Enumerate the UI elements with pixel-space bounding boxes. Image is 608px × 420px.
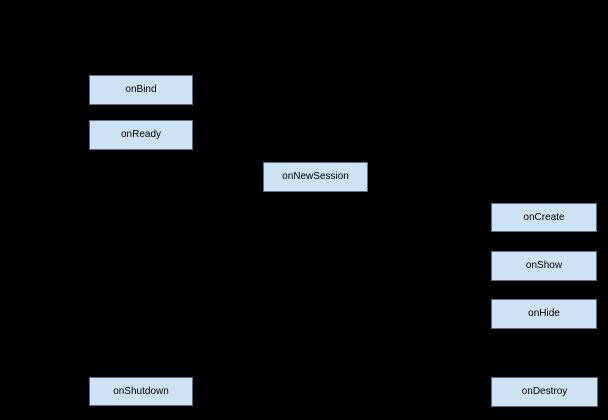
node-onready: onReady — [89, 120, 193, 150]
node-oncreate: onCreate — [491, 203, 597, 232]
node-onshow: onShow — [491, 251, 597, 281]
node-onhide: onHide — [491, 299, 597, 329]
node-ondestroy: onDestroy — [491, 377, 598, 407]
node-onshutdown: onShutdown — [89, 377, 193, 406]
node-onnewsession: onNewSession — [263, 162, 368, 192]
node-onbind: onBind — [89, 75, 193, 105]
